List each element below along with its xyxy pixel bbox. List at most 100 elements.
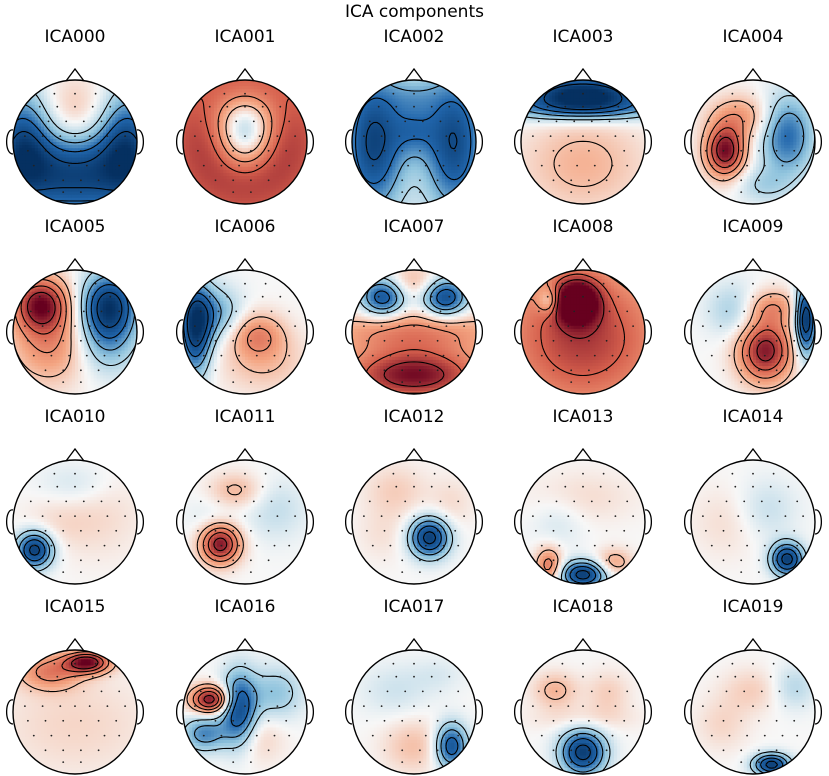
sensor-dot (54, 663, 56, 665)
sensor-dot (752, 676, 754, 678)
left-ear-outline (7, 700, 13, 724)
sensor-dot (562, 93, 564, 95)
sensor-dot (89, 325, 91, 327)
sensor-dot (606, 749, 608, 751)
sensor-dot (767, 705, 769, 707)
nose-outline (574, 449, 592, 461)
sensor-dot (218, 691, 220, 693)
sensor-dot (538, 311, 540, 313)
sensor-dot (758, 381, 760, 383)
sensor-dot (782, 165, 784, 167)
sensor-dot (431, 676, 433, 678)
sensor-dot (390, 355, 392, 357)
sensor-dot (758, 369, 760, 371)
sensor-dot (448, 486, 450, 488)
sensor-dot (124, 515, 126, 517)
component-title: ICA018 (508, 596, 658, 618)
sensor-dot (708, 121, 710, 123)
head-topomap (678, 620, 828, 776)
sensor-dot (372, 165, 374, 167)
sensor-dot (626, 735, 628, 737)
topomap-panel: ICA008 (508, 216, 658, 396)
sensor-dot (212, 515, 214, 517)
component-title: ICA014 (678, 406, 828, 428)
sensor-dot (705, 150, 707, 152)
sensor-dot (200, 501, 202, 503)
sensor-dot (446, 705, 448, 707)
nose-outline (66, 639, 84, 651)
topomap-panel: ICA011 (170, 406, 320, 586)
sensor-dot (532, 515, 534, 517)
left-ear-outline (346, 510, 352, 534)
sensor-dot (118, 355, 120, 357)
sensor-dot (711, 735, 713, 737)
sensor-dot (256, 735, 258, 737)
sensor-dot (723, 179, 725, 181)
sensor-dot (767, 515, 769, 517)
sensor-dot (384, 749, 386, 751)
left-ear-outline (685, 700, 691, 724)
sensor-dot (221, 735, 223, 737)
head-topomap (508, 430, 658, 586)
sensor-dot (244, 515, 246, 517)
sensor-dot (457, 121, 459, 123)
component-title: ICA001 (170, 26, 320, 48)
sensor-dot (232, 530, 234, 532)
left-ear-outline (7, 130, 13, 154)
right-ear-outline (307, 510, 313, 534)
sensor-dot (570, 571, 572, 573)
right-ear-outline (815, 700, 821, 724)
sensor-dot (232, 749, 234, 751)
sensor-dot (45, 150, 47, 152)
sensor-dot (65, 311, 67, 313)
sensor-dot (253, 311, 255, 313)
sensor-dot (74, 515, 76, 517)
sensor-dot (776, 179, 778, 181)
sensor-dot (407, 735, 409, 737)
sensor-dot (434, 283, 436, 285)
sensor-dot (51, 545, 53, 547)
sensor-dot (570, 340, 572, 342)
sensor-dot (118, 121, 120, 123)
sensor-dot (773, 663, 775, 665)
sensor-dot (428, 135, 430, 137)
sensor-dot (425, 545, 427, 547)
nose-outline (236, 639, 254, 651)
sensor-dot (609, 501, 611, 503)
topomap-panel: ICA003 (508, 26, 658, 206)
sensor-dot (779, 501, 781, 503)
sensor-dot (83, 311, 85, 313)
sensor-dot (567, 515, 569, 517)
sensor-dot (567, 705, 569, 707)
sensor-dot (626, 545, 628, 547)
sensor-dot (80, 571, 82, 573)
sensor-dot (259, 515, 261, 517)
sensor-dot (582, 283, 584, 285)
right-ear-outline (307, 130, 313, 154)
sensor-dot (615, 515, 617, 517)
sensor-dot (277, 135, 279, 137)
sensor-dot (457, 735, 459, 737)
sensor-dot (556, 311, 558, 313)
sensor-dot (74, 93, 76, 95)
sensor-dot (553, 369, 555, 371)
sensor-dot (726, 691, 728, 693)
sensor-dot (33, 355, 35, 357)
sensor-dot (393, 473, 395, 475)
sensor-dot (752, 93, 754, 95)
right-ear-outline (815, 320, 821, 344)
sensor-dot (553, 559, 555, 561)
sensor-dot (535, 530, 537, 532)
sensor-dot (285, 150, 287, 152)
sensor-dot (274, 735, 276, 737)
sensor-dot (74, 135, 76, 137)
sensor-dot (104, 165, 106, 167)
sensor-dot (752, 515, 754, 517)
sensor-dot (541, 165, 543, 167)
sensor-dot (372, 545, 374, 547)
sensor-dot (776, 749, 778, 751)
sensor-dot (737, 325, 739, 327)
sensor-dot (277, 705, 279, 707)
sensor-dot (802, 705, 804, 707)
sensor-dot (74, 705, 76, 707)
